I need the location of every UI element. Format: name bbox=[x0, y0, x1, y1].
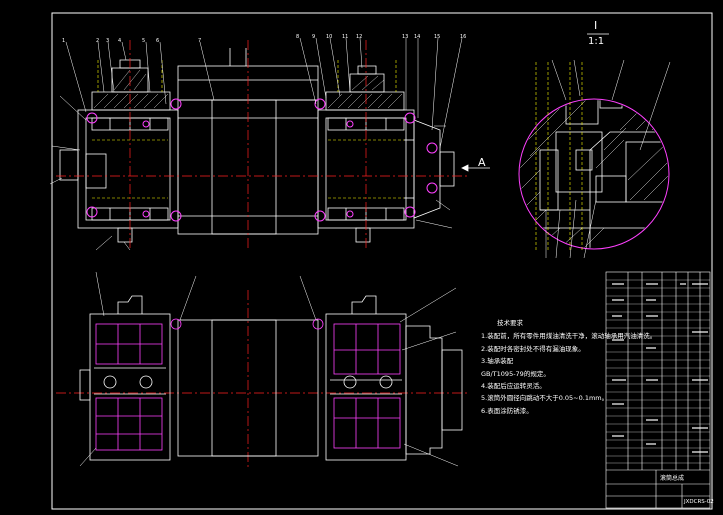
svg-text:9: 9 bbox=[312, 34, 315, 40]
tech-note-line: 5.滚筒外圆径向跳动不大于0.05~0.1mm。 bbox=[481, 394, 609, 403]
tech-notes-header: 技术要求 bbox=[497, 319, 523, 327]
bottom-plan-view bbox=[79, 295, 463, 461]
plan-left-block bbox=[89, 313, 171, 461]
plan-motor bbox=[405, 325, 443, 455]
svg-text:8: 8 bbox=[296, 34, 299, 40]
svg-text:4: 4 bbox=[118, 38, 121, 44]
tech-note-line: 1.装配前，所有零件用煤油清洗干净，滚动轴承用汽油清洗。 bbox=[481, 332, 657, 341]
bolt-circles-top bbox=[86, 98, 438, 222]
bolt-grid bbox=[95, 318, 401, 451]
svg-text:12: 12 bbox=[356, 34, 362, 40]
section-scale: 1:1 bbox=[588, 36, 605, 47]
parts-list-rows bbox=[606, 279, 710, 464]
tech-note-line: GB/T1095-79的规定。 bbox=[481, 369, 550, 378]
svg-text:6: 6 bbox=[156, 38, 159, 44]
title-block bbox=[605, 271, 711, 509]
section-id: I bbox=[594, 19, 598, 32]
svg-text:11: 11 bbox=[342, 34, 348, 40]
tech-note-line: 4.装配后应运转灵活。 bbox=[481, 382, 546, 391]
right-flange bbox=[413, 119, 441, 219]
svg-text:2: 2 bbox=[96, 38, 99, 44]
top-section-view bbox=[59, 48, 455, 243]
technical-requirements: 技术要求 1.装配前，所有零件用煤油清洗干净，滚动轴承用汽油清洗。 2.装配时各… bbox=[481, 317, 657, 417]
title-block-name: 滚筒总成 bbox=[660, 475, 685, 482]
leader-lines-top bbox=[49, 37, 463, 251]
tech-note-line: 6.表面涂防锈漆。 bbox=[481, 406, 533, 415]
svg-text:3: 3 bbox=[106, 38, 109, 44]
svg-text:7: 7 bbox=[198, 38, 201, 44]
tech-note-line: 3.轴承装配 bbox=[481, 357, 514, 366]
section-detail bbox=[518, 33, 671, 259]
left-end-cap bbox=[59, 149, 79, 181]
parts-list-entries bbox=[612, 283, 708, 453]
title-block-drawing-no: JXDCRS-02 bbox=[684, 499, 714, 505]
outer-frame bbox=[51, 12, 713, 510]
detail-circle bbox=[518, 98, 670, 250]
svg-text:14: 14 bbox=[414, 34, 420, 40]
tech-note-line: 2.装配时各密封处不得有漏油现象。 bbox=[481, 344, 585, 353]
centerlines bbox=[56, 40, 470, 470]
svg-text:1: 1 bbox=[62, 38, 65, 44]
view-arrow bbox=[461, 164, 490, 172]
detail-housing bbox=[520, 100, 668, 248]
svg-text:10: 10 bbox=[326, 34, 332, 40]
left-housing bbox=[77, 109, 179, 229]
view-arrow-label: A bbox=[478, 156, 486, 169]
leader-lines-bottom bbox=[79, 271, 459, 467]
plan-right-block bbox=[325, 313, 407, 461]
hatching bbox=[93, 69, 403, 109]
detail-hidden bbox=[535, 62, 583, 250]
svg-text:5: 5 bbox=[142, 38, 145, 44]
svg-text:15: 15 bbox=[434, 34, 440, 40]
svg-text:13: 13 bbox=[402, 34, 408, 40]
svg-text:16: 16 bbox=[460, 34, 466, 40]
